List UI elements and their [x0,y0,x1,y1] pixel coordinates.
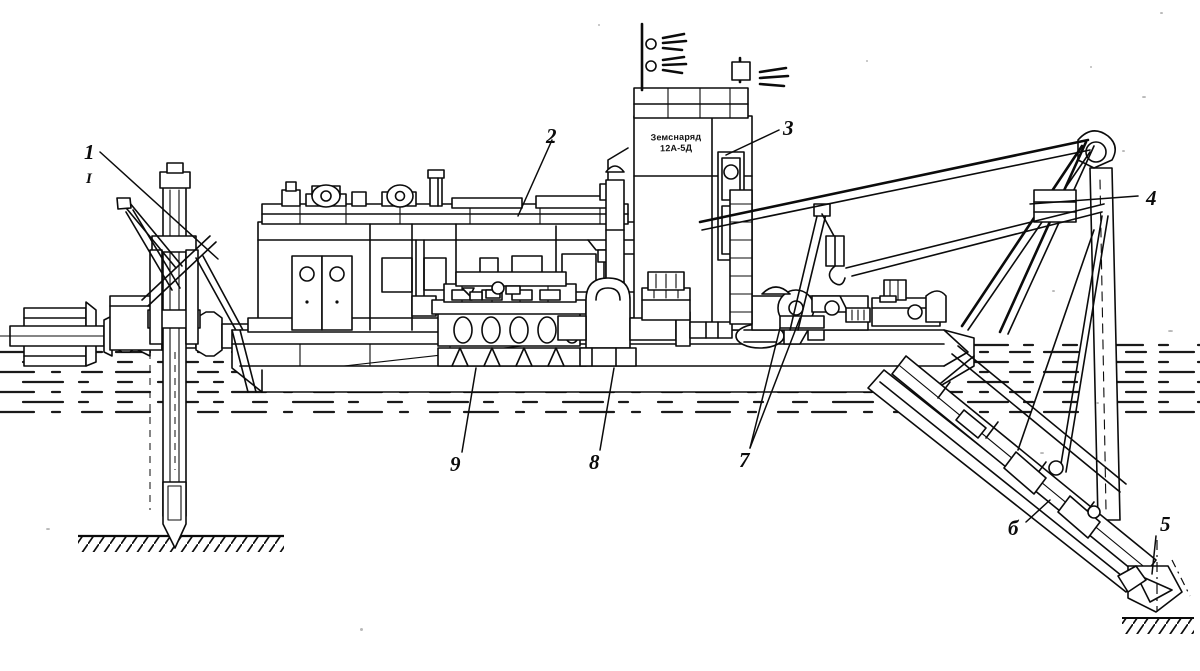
callout-label-1: 1 [84,140,95,164]
dredge-pump [557,271,825,367]
a-frame-gantry [698,130,1121,536]
mast-light-rays [661,32,688,75]
scan-speck [360,628,363,631]
spud-pile [78,162,284,552]
callout-leader-lines [99,129,1157,575]
scan-speck [1096,402,1099,404]
callout-label-4: 4 [1146,186,1157,210]
scan-speck [1142,96,1146,98]
suction-ladder [867,215,1157,593]
callout-label-9: 9 [450,452,461,476]
scan-speck [46,528,50,530]
cutter-bed-hatching [1122,618,1194,634]
callout-label-8: 8 [589,450,600,474]
scan-speck [1052,290,1055,292]
callout-label-2: 2 [546,124,557,148]
callout-label-6: б [1008,516,1019,540]
scan-speck [1090,66,1092,68]
main-diesel-engine [431,271,587,367]
callout-label-7: 7 [739,448,750,472]
callout-label-5: 5 [1160,512,1171,536]
scan-speck [1040,452,1044,454]
vessel-name-line2: 12А-5Д [659,142,693,154]
vessel-name-plate: Земснаряд 12А-5Д [639,131,713,155]
riverbed-hatching [78,536,284,552]
ladder-hoist-winch [729,189,947,331]
scan-speck [1168,330,1173,332]
scan-speck [866,60,868,62]
stbd-light-rays [758,66,790,88]
scan-speck [598,24,600,26]
callout-label-1b: I [86,171,92,187]
callout-label-3: 3 [783,116,794,140]
scan-speck [1160,12,1163,14]
scan-speck [1122,150,1125,152]
cutter-head [1117,540,1194,634]
